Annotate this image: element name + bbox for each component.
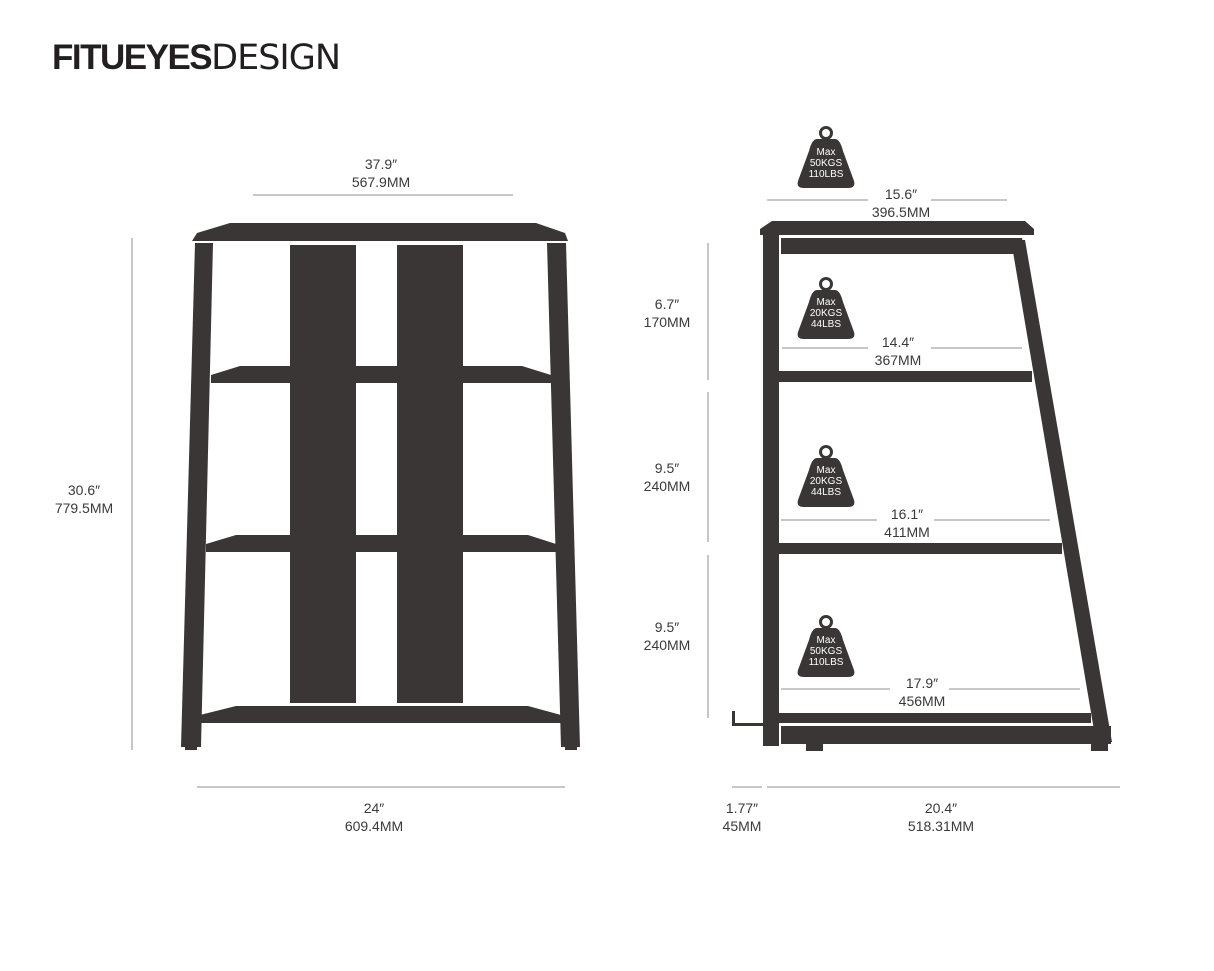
weight-body [797, 458, 855, 507]
depth-4-in: 17.9″ [905, 675, 939, 691]
side-foot-hook-v [732, 711, 735, 726]
base-depth-in: 20.4″ [924, 800, 958, 816]
gap-1-mm: 170MM [643, 314, 691, 330]
side-foot-front [806, 744, 823, 751]
dimension-lines [131, 194, 1120, 788]
weight-icons [797, 126, 855, 677]
side-post-rear [1011, 240, 1112, 742]
gap-3-in: 9.5″ [654, 619, 680, 635]
weight-badge-4: Max 50KGS 110LBS [796, 635, 856, 668]
weight-badge-2: Max 20KGS 44LBS [796, 297, 856, 330]
foot-offset-mm: 45MM [722, 818, 762, 834]
front-shelf-bottom [200, 706, 561, 723]
front-bottom-width-in: 24″ [363, 800, 385, 816]
base-depth-label: 20.4″ 518.31MM [894, 799, 988, 835]
gap-label-3: 9.5″ 240MM [632, 618, 702, 654]
weight-badge-3: Max 20KGS 44LBS [796, 465, 856, 498]
front-shelf-2 [211, 366, 551, 383]
depth-2-mm: 367MM [874, 352, 922, 368]
depth-label-3: 16.1″ 411MM [869, 505, 945, 541]
side-foot-hook-h [732, 723, 764, 726]
front-top-shelf [192, 223, 568, 241]
weight-2-kg: 20KGS [809, 308, 843, 319]
weight-ring [819, 615, 833, 629]
front-bottom-width-mm: 609.4MM [344, 818, 404, 834]
front-foot-right [565, 745, 577, 750]
foot-offset-label: 1.77″ 45MM [714, 799, 770, 835]
weight-body [797, 628, 855, 677]
weight-icon [797, 615, 855, 677]
gap-label-1: 6.7″ 170MM [632, 295, 702, 331]
weight-2-title: Max [816, 297, 836, 308]
side-base-rail [781, 726, 1111, 744]
depth-3-in: 16.1″ [890, 506, 924, 522]
weight-body [797, 290, 855, 339]
front-view [181, 223, 580, 750]
gap-2-mm: 240MM [643, 478, 691, 494]
depth-label-4: 17.9″ 456MM [884, 674, 960, 710]
depth-2-in: 14.4″ [881, 334, 915, 350]
gap-label-2: 9.5″ 240MM [632, 459, 702, 495]
weight-icon [797, 126, 855, 188]
side-top-shelf [760, 221, 1034, 235]
weight-ring [819, 126, 833, 140]
weight-3-kg: 20KGS [809, 476, 843, 487]
weight-4-title: Max [816, 635, 836, 646]
front-leg-right [547, 243, 580, 747]
weight-4-kg: 50KGS [809, 646, 843, 657]
depth-3-mm: 411MM [884, 524, 930, 540]
front-foot-left [185, 745, 197, 750]
gap-2-in: 9.5″ [654, 460, 680, 476]
depth-1-mm: 396.5MM [871, 204, 931, 220]
front-height-mm: 779.5MM [54, 500, 114, 516]
brand-name-light: DESIGN [211, 38, 341, 78]
front-top-width-label: 37.9″ 567.9MM [323, 155, 439, 191]
side-shelf-bottom [779, 713, 1091, 723]
weight-1-kg: 50KGS [809, 158, 843, 169]
weight-2-lb: 44LBS [810, 319, 842, 330]
weight-ring [819, 277, 833, 291]
foot-offset-in: 1.77″ [725, 800, 759, 816]
depth-label-1: 15.6″ 396.5MM [860, 185, 942, 221]
front-leg-left [181, 243, 213, 747]
depth-label-2: 14.4″ 367MM [860, 333, 936, 369]
weight-icon [797, 277, 855, 339]
weight-1-title: Max [816, 147, 836, 158]
weight-3-title: Max [816, 465, 836, 476]
depth-1-in: 15.6″ [884, 186, 918, 202]
brand-name-bold: FITUEYES [52, 38, 213, 77]
front-panel-right [397, 245, 463, 703]
front-top-width-in: 37.9″ [364, 156, 398, 172]
weight-body [797, 139, 855, 188]
base-depth-mm: 518.31MM [907, 818, 975, 834]
brand-logo: FITUEYESDESIGN [52, 38, 341, 78]
front-top-width-mm: 567.9MM [351, 174, 411, 190]
side-shelf-3 [779, 543, 1062, 554]
gap-1-in: 6.7″ [654, 296, 680, 312]
front-panel-left [290, 245, 356, 703]
side-view [732, 221, 1112, 751]
weight-icon [797, 445, 855, 507]
weight-3-lb: 44LBS [810, 487, 842, 498]
weight-badge-1: Max 50KGS 110LBS [796, 147, 856, 180]
side-top-rail [781, 238, 1025, 254]
weight-1-lb: 110LBS [808, 169, 844, 180]
front-bottom-width-label: 24″ 609.4MM [322, 799, 426, 835]
front-height-in: 30.6″ [67, 482, 101, 498]
side-post-front [763, 233, 779, 746]
side-shelf-2 [779, 371, 1032, 382]
weight-ring [819, 445, 833, 459]
depth-4-mm: 456MM [898, 693, 946, 709]
front-height-label: 30.6″ 779.5MM [38, 481, 130, 517]
gap-3-mm: 240MM [643, 637, 691, 653]
weight-4-lb: 110LBS [808, 657, 844, 668]
side-foot-rear [1091, 744, 1108, 751]
front-shelf-3 [206, 535, 556, 552]
